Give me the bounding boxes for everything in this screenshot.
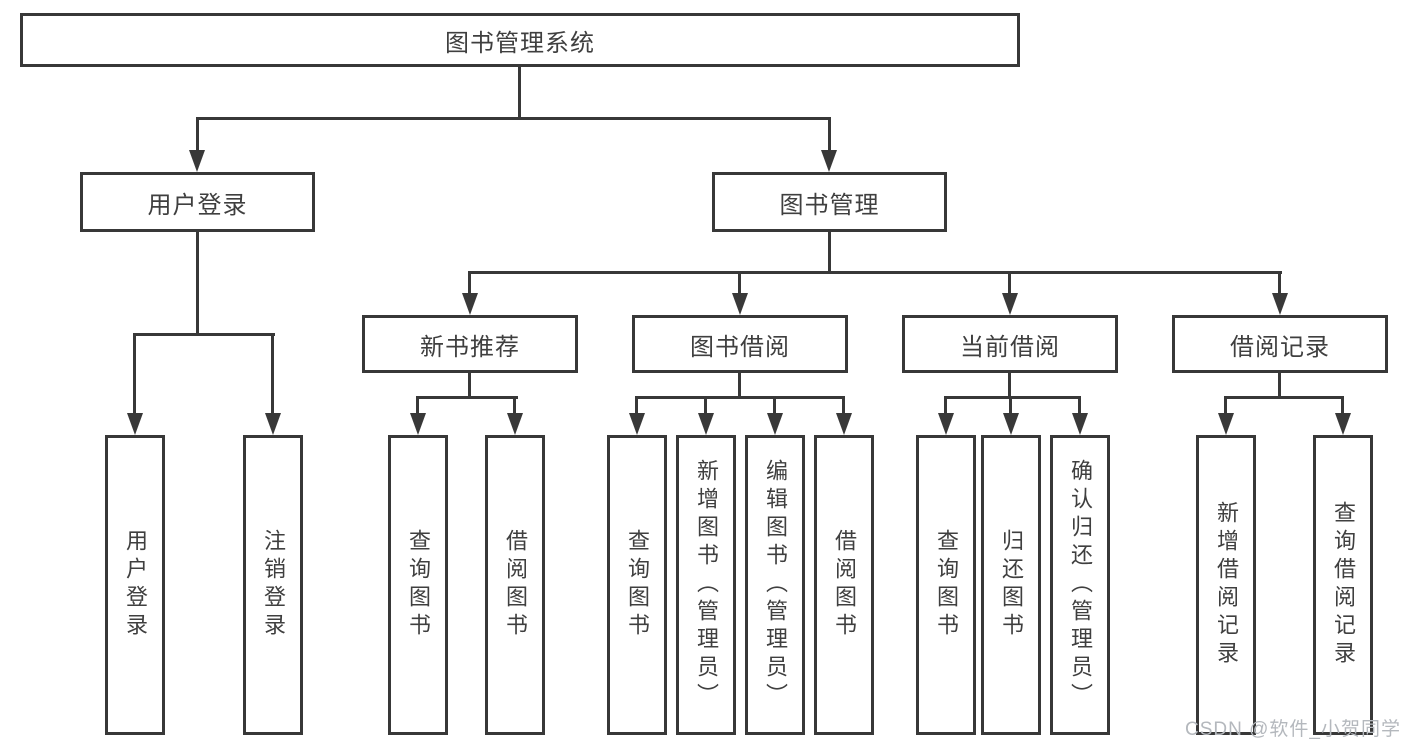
arrow-down-icon	[821, 150, 837, 172]
leaf-borrow-books: 借阅图书	[814, 435, 874, 735]
leaf-label: 新增图书（管理员）	[694, 459, 719, 711]
leaf-borrow-books-recommend: 借阅图书	[485, 435, 545, 735]
arrow-down-icon	[1218, 413, 1234, 435]
leaf-label: 借阅图书	[503, 529, 528, 641]
connector-drop-book-management	[828, 117, 831, 153]
leaf-label: 查询图书	[625, 529, 650, 641]
node-library-system: 图书管理系统	[20, 13, 1020, 67]
connector-drop-leaf	[842, 396, 845, 416]
connector-drop-leaf	[133, 333, 136, 417]
connector-hline	[1226, 396, 1343, 399]
connector-root-stub	[518, 67, 521, 120]
leaf-user-login: 用户登录	[105, 435, 165, 735]
node-borrow-records-label: 借阅记录	[1230, 333, 1330, 361]
arrow-down-icon	[189, 150, 205, 172]
leaf-label: 借阅图书	[832, 529, 857, 641]
connector-hline	[418, 396, 518, 399]
node-borrow-records: 借阅记录	[1172, 315, 1388, 373]
csdn-watermark: CSDN @软件_小贺同学	[1185, 719, 1401, 740]
leaf-logout: 注销登录	[243, 435, 303, 735]
node-user-login: 用户登录	[80, 172, 315, 232]
connector-drop-module	[1278, 271, 1281, 295]
connector-drop-leaf	[1224, 396, 1227, 416]
connector-drop-leaf	[271, 333, 274, 417]
arrow-down-icon	[938, 413, 954, 435]
connector-drop-module	[738, 271, 741, 295]
node-new-book-recommend: 新书推荐	[362, 315, 578, 373]
leaf-logout-label: 注销登录	[261, 529, 286, 641]
leaf-label: 编辑图书（管理员）	[763, 459, 788, 711]
leaf-add-books-admin: 新增图书（管理员）	[676, 435, 736, 735]
leaf-label: 查询图书	[406, 529, 431, 641]
arrow-down-icon	[629, 413, 645, 435]
connector-user-login-stub	[196, 232, 199, 336]
connector-drop-leaf	[773, 396, 776, 416]
connector-hline	[946, 396, 1080, 399]
node-current-borrow-label: 当前借阅	[960, 333, 1060, 361]
arrow-down-icon	[507, 413, 523, 435]
connector-stub	[1008, 373, 1011, 399]
arrow-down-icon	[1003, 413, 1019, 435]
arrow-down-icon	[462, 293, 478, 315]
connector-stub	[468, 373, 471, 399]
leaf-add-borrow-record: 新增借阅记录	[1196, 435, 1256, 735]
connector-drop-user-login	[196, 117, 199, 153]
node-library-system-label: 图书管理系统	[445, 29, 595, 57]
leaf-return-books: 归还图书	[981, 435, 1041, 735]
connector-drop-leaf	[1009, 396, 1012, 416]
leaf-label: 确认归还（管理员）	[1068, 459, 1093, 711]
leaf-user-login-label: 用户登录	[123, 529, 148, 641]
arrow-down-icon	[698, 413, 714, 435]
node-book-borrow: 图书借阅	[632, 315, 848, 373]
arrow-down-icon	[836, 413, 852, 435]
node-book-borrow-label: 图书借阅	[690, 333, 790, 361]
leaf-edit-books-admin: 编辑图书（管理员）	[745, 435, 805, 735]
connector-drop-leaf	[635, 396, 638, 416]
node-book-management: 图书管理	[712, 172, 947, 232]
leaf-label: 新增借阅记录	[1214, 501, 1239, 669]
leaf-query-books-recommend: 查询图书	[388, 435, 448, 735]
leaf-query-books-borrow: 查询图书	[607, 435, 667, 735]
arrow-down-icon	[1072, 413, 1088, 435]
arrow-down-icon	[127, 413, 143, 435]
connector-drop-leaf	[704, 396, 707, 416]
arrow-down-icon	[265, 413, 281, 435]
connector-drop-leaf	[1341, 396, 1344, 416]
connector-drop-leaf	[416, 396, 419, 416]
connector-drop-module	[468, 271, 471, 295]
connector-stub	[1278, 373, 1281, 399]
leaf-label: 归还图书	[999, 529, 1024, 641]
connector-drop-leaf	[513, 396, 516, 416]
arrow-down-icon	[410, 413, 426, 435]
connector-stub	[738, 373, 741, 399]
arrow-down-icon	[1335, 413, 1351, 435]
connector-book-management-stub	[828, 232, 831, 274]
leaf-query-borrow-record: 查询借阅记录	[1313, 435, 1373, 735]
connector-drop-leaf	[944, 396, 947, 416]
leaf-label: 查询图书	[934, 529, 959, 641]
arrow-down-icon	[1002, 293, 1018, 315]
connector-book-management-hline	[469, 271, 1282, 274]
connector-root-hline	[196, 117, 831, 120]
connector-drop-module	[1008, 271, 1011, 295]
connector-drop-leaf	[1078, 396, 1081, 416]
leaf-label: 查询借阅记录	[1331, 501, 1356, 669]
node-current-borrow: 当前借阅	[902, 315, 1118, 373]
node-book-management-label: 图书管理	[779, 191, 880, 219]
node-user-login-label: 用户登录	[147, 191, 248, 219]
leaf-query-books-current: 查询图书	[916, 435, 976, 735]
arrow-down-icon	[732, 293, 748, 315]
connector-hline	[637, 396, 844, 399]
arrow-down-icon	[1272, 293, 1288, 315]
arrow-down-icon	[767, 413, 783, 435]
leaf-confirm-return-admin: 确认归还（管理员）	[1050, 435, 1110, 735]
connector-user-login-hline	[134, 333, 275, 336]
node-new-book-recommend-label: 新书推荐	[420, 333, 520, 361]
